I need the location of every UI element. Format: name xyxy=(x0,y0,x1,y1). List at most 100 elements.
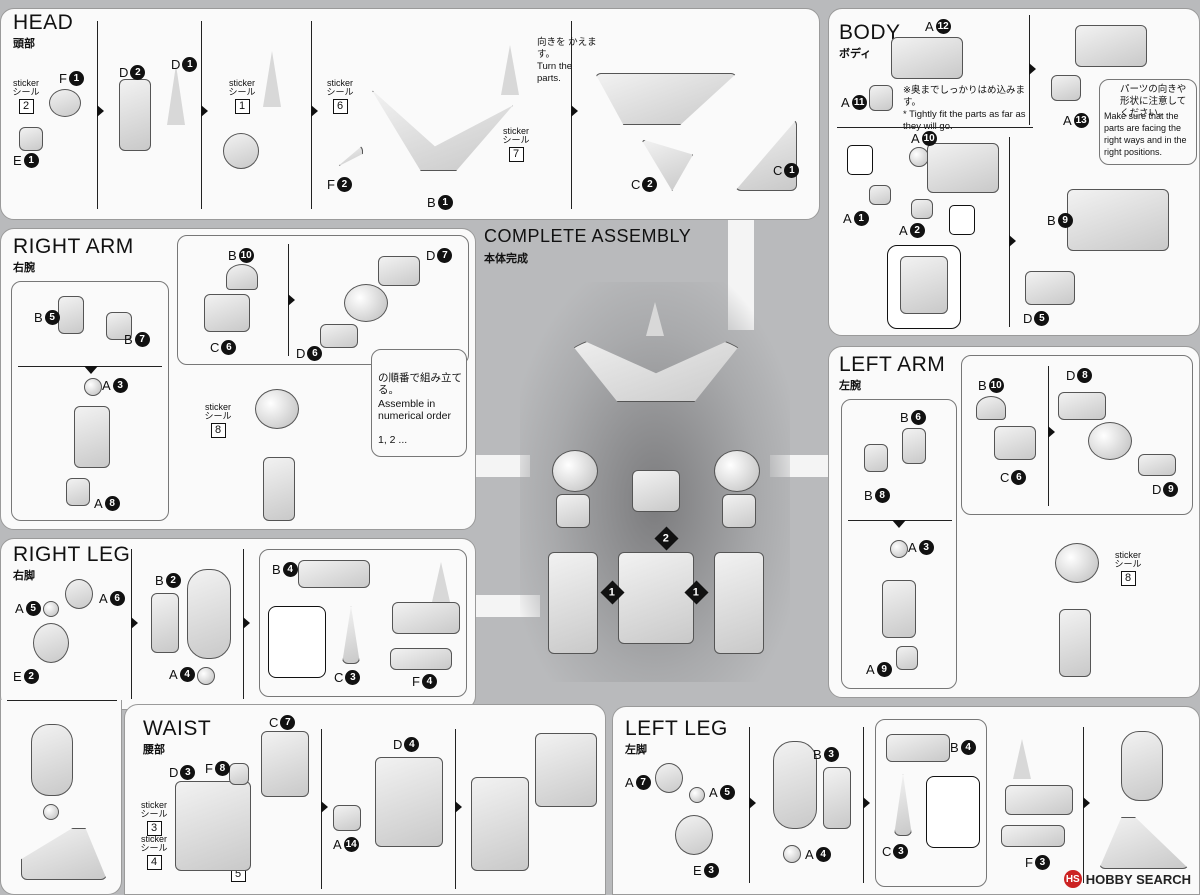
right-leg-part-b4 xyxy=(298,560,370,588)
body-detail-box-1 xyxy=(847,145,873,175)
right-leg-finish-panel xyxy=(0,700,122,895)
head-part-c1 xyxy=(735,119,797,191)
right-arm-part-b5 xyxy=(58,296,84,334)
left-leg-step-arrow-3 xyxy=(1083,797,1090,809)
left-shoulder xyxy=(552,450,598,492)
body-fit-note: ※奥までしっかりはめ込みます。 * Tightly fit the parts … xyxy=(903,85,1029,133)
left-arm-subtitle: 左腕 xyxy=(839,380,861,392)
body-back-view-box xyxy=(887,245,961,329)
step-2-marker: 2 xyxy=(654,526,679,551)
left-leg-thigh xyxy=(675,815,713,855)
right-shoulder xyxy=(714,450,760,492)
right-leg-thigh xyxy=(33,623,69,663)
right-leg-part-c3 xyxy=(342,606,360,664)
right-arm-part-b7 xyxy=(106,312,132,340)
head-step-arrow-3 xyxy=(311,105,318,117)
left-arm-step-shoulder xyxy=(994,426,1036,460)
right-leg-part-b2 xyxy=(151,593,179,653)
left-leg-foot-base xyxy=(1001,825,1065,847)
left-leg-part-b4 xyxy=(886,734,950,762)
right-leg-part-a6 xyxy=(65,579,93,609)
head-back-assembly xyxy=(595,73,737,125)
head-part-f1 xyxy=(49,89,81,117)
waist-part-a14 xyxy=(333,805,361,831)
waist-part-f8 xyxy=(229,763,249,785)
right-arm-shoulder-dome xyxy=(344,284,388,322)
right-leg-title: RIGHT LEG xyxy=(13,543,131,566)
waist-part-c7 xyxy=(261,731,309,797)
left-leg-part-f3 xyxy=(1005,785,1073,815)
head-part-d1 xyxy=(167,65,185,125)
left-arm-part-d8 xyxy=(1058,392,1106,420)
left-leg-foot-detail xyxy=(926,776,980,848)
left-arm-part-a9 xyxy=(896,646,918,670)
waist-finished-front xyxy=(471,777,529,871)
left-leg-shin xyxy=(773,741,817,829)
left-hand xyxy=(556,494,590,528)
left-arm-hand-arrow xyxy=(892,520,906,528)
left-arm-part-b8 xyxy=(864,444,888,472)
waist-part-d4 xyxy=(375,757,443,847)
left-arm-title: LEFT ARM xyxy=(839,353,946,376)
body-part-a13 xyxy=(1051,75,1081,101)
right-leg-finish-joint xyxy=(43,804,59,820)
body-part-a12 xyxy=(891,37,963,79)
right-arm-hand-arrow xyxy=(84,366,98,374)
head-part-e1 xyxy=(19,127,43,151)
left-leg-part-a7 xyxy=(655,763,683,793)
left-leg-subtitle: 左脚 xyxy=(625,744,647,756)
right-arm-part-a8 xyxy=(66,478,90,506)
left-arm-forearm xyxy=(882,580,916,638)
head-crest-step3 xyxy=(263,51,281,107)
body-divider-h xyxy=(837,127,1033,128)
flow-band-rightarm xyxy=(470,455,530,477)
complete-assembly-subtitle: 本体完成 xyxy=(484,253,528,265)
left-arm-part-b10 xyxy=(976,396,1006,420)
body-step2-block xyxy=(1075,25,1147,67)
left-arm-part-a3 xyxy=(890,540,908,558)
head-crest xyxy=(646,302,664,336)
right-leg xyxy=(714,552,764,654)
right-leg-shin xyxy=(187,569,231,659)
left-leg xyxy=(548,552,598,654)
left-arm-shoulder-dome xyxy=(1088,422,1132,460)
left-leg-step-arrow-1 xyxy=(749,797,756,809)
body-part-d5 xyxy=(1025,271,1075,305)
left-arm-shoulder-arrow xyxy=(1048,426,1055,438)
